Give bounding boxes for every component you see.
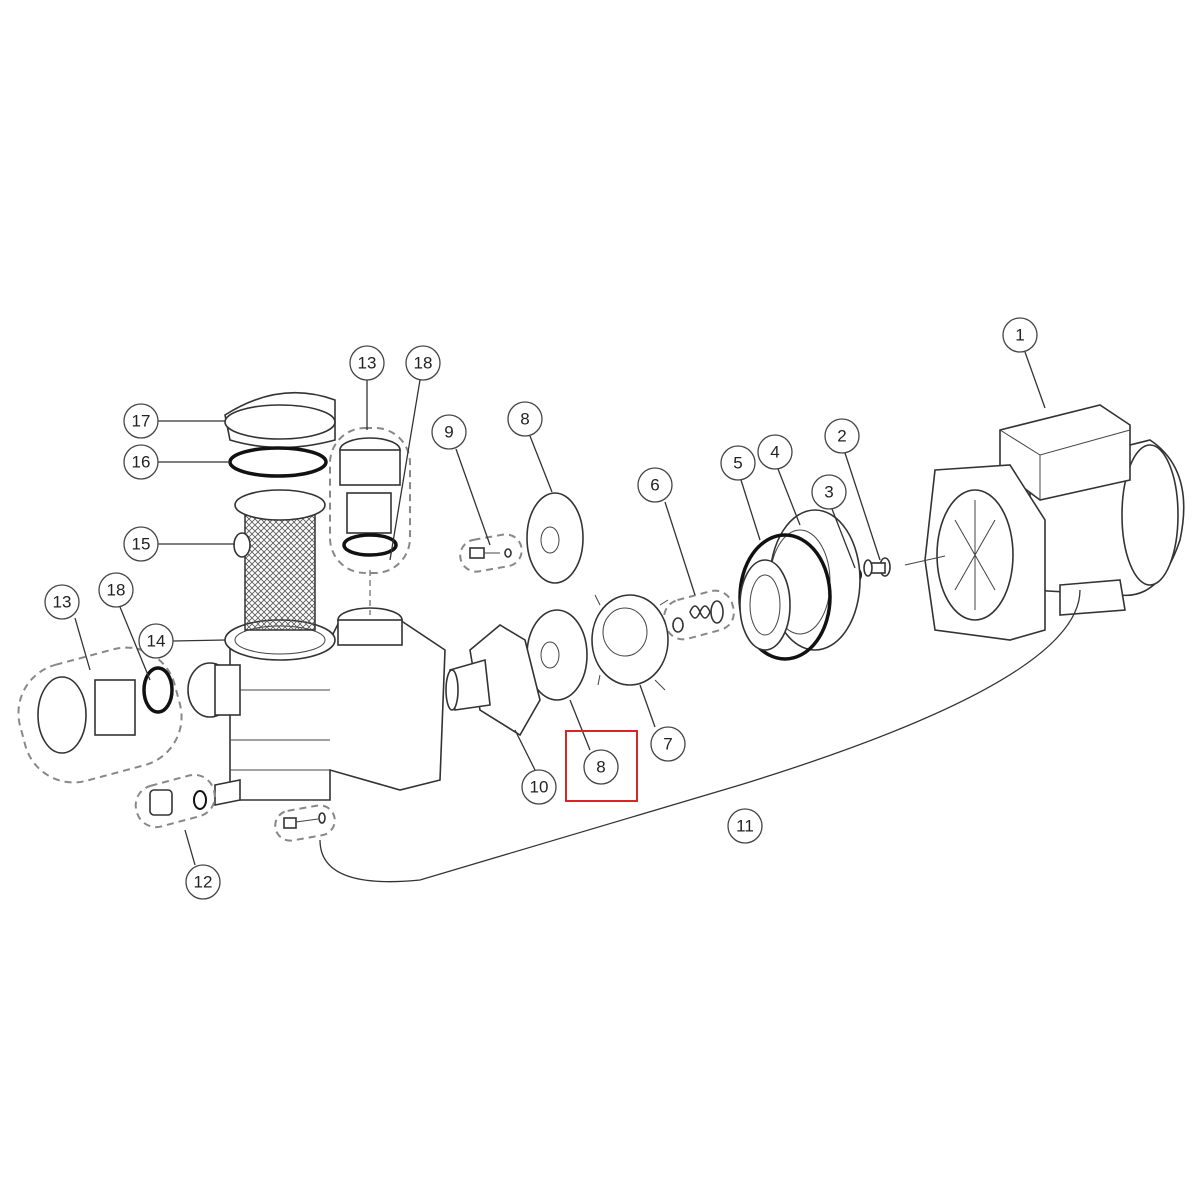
svg-text:10: 10	[530, 778, 549, 797]
impeller-screw	[459, 533, 523, 573]
impeller-top	[526, 492, 584, 584]
callout-lid: 17	[123, 403, 159, 439]
svg-text:11: 11	[736, 817, 754, 836]
union-left	[17, 646, 183, 784]
callout-impeller-screw: 9	[431, 414, 467, 450]
svg-text:3: 3	[824, 483, 833, 502]
svg-text:5: 5	[733, 454, 742, 473]
svg-text:8: 8	[520, 410, 529, 429]
callout-drain-plug: 12	[185, 864, 221, 900]
svg-text:16: 16	[132, 453, 151, 472]
lid-oring	[228, 446, 328, 478]
callout-motor: 1	[1002, 317, 1038, 353]
lid	[224, 391, 336, 449]
svg-text:1: 1	[1015, 326, 1024, 345]
union-top	[329, 427, 411, 574]
svg-text:4: 4	[770, 443, 779, 462]
housing-bolts	[274, 804, 336, 842]
callout-seal-plate: 4	[757, 434, 793, 470]
callout-diffuser: 7	[650, 726, 686, 762]
callout-union-oring-left: 18	[98, 572, 134, 608]
svg-text:2: 2	[837, 427, 846, 446]
slinger	[863, 557, 891, 577]
callout-pump-housing: 14	[138, 623, 174, 659]
mechanical-seal	[663, 589, 735, 641]
callout-union-left: 13	[44, 584, 80, 620]
diffuser	[591, 594, 669, 691]
pump-housing	[187, 607, 446, 806]
callout-basket: 15	[123, 526, 159, 562]
callout-union-top: 13	[349, 345, 385, 381]
drain-plug	[134, 773, 216, 829]
callout-housing-bolts: 11	[727, 808, 763, 844]
svg-text:13: 13	[358, 354, 377, 373]
svg-text:18: 18	[107, 581, 126, 600]
callout-diffuser-cover: 10	[521, 769, 557, 805]
callout-lid-oring: 16	[123, 444, 159, 480]
callout-slinger-shaft: 2	[824, 418, 860, 454]
svg-text:17: 17	[132, 412, 151, 431]
basket	[233, 489, 326, 631]
svg-text:9: 9	[444, 423, 453, 442]
svg-text:18: 18	[414, 354, 433, 373]
svg-text:8: 8	[596, 758, 605, 777]
diffuser-cover	[445, 624, 541, 737]
motor	[904, 404, 1185, 641]
leader-lines	[74, 351, 1081, 883]
seal-plate-hub	[739, 559, 791, 651]
svg-text:13: 13	[53, 593, 72, 612]
svg-text:6: 6	[650, 476, 659, 495]
svg-text:7: 7	[663, 735, 672, 754]
svg-text:14: 14	[147, 632, 166, 651]
callout-seal-plate-oring: 5	[720, 445, 756, 481]
callout-impeller-bottom: 8	[583, 749, 619, 785]
callout-mechanical-seal: 6	[637, 467, 673, 503]
callout-small-oring: 3	[811, 474, 847, 510]
svg-text:12: 12	[194, 873, 213, 892]
highlight-box	[565, 730, 638, 802]
callout-union-oring-top: 18	[405, 345, 441, 381]
svg-text:15: 15	[132, 535, 151, 554]
callout-impeller-top: 8	[507, 401, 543, 437]
